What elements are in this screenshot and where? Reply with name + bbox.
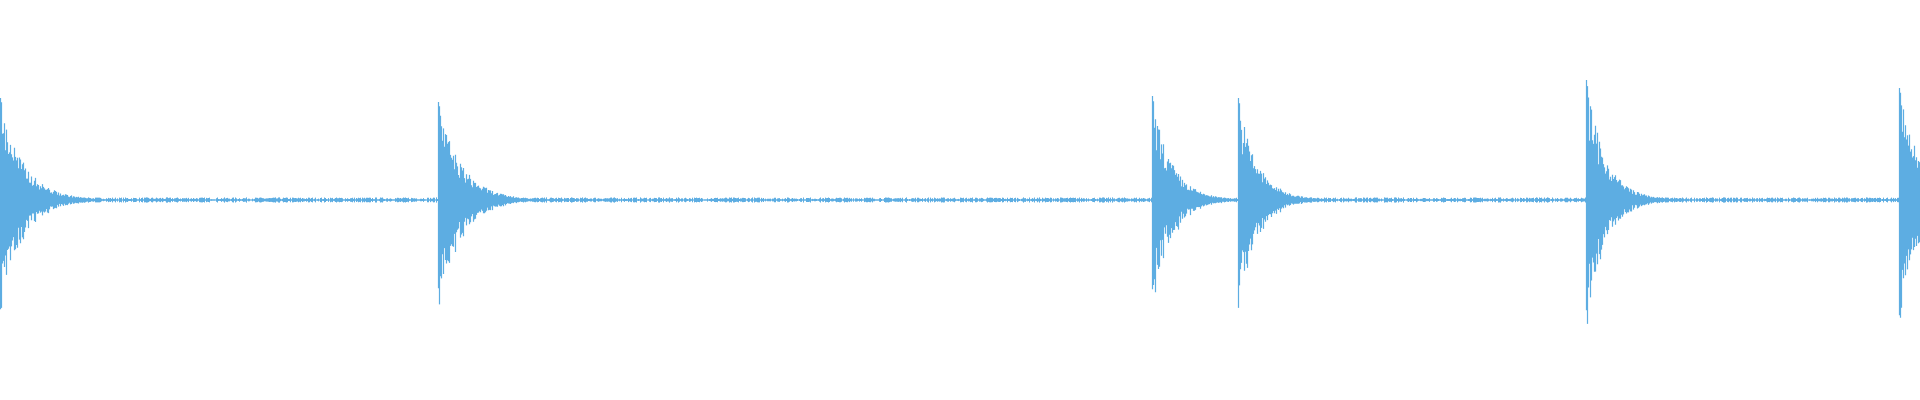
waveform-burst-4 <box>1237 98 1386 308</box>
waveform-burst-2 <box>437 102 613 305</box>
waveform-burst-1 <box>0 98 174 310</box>
waveform-burst-6 <box>1898 88 1920 318</box>
waveform-burst-5 <box>1585 80 1734 324</box>
